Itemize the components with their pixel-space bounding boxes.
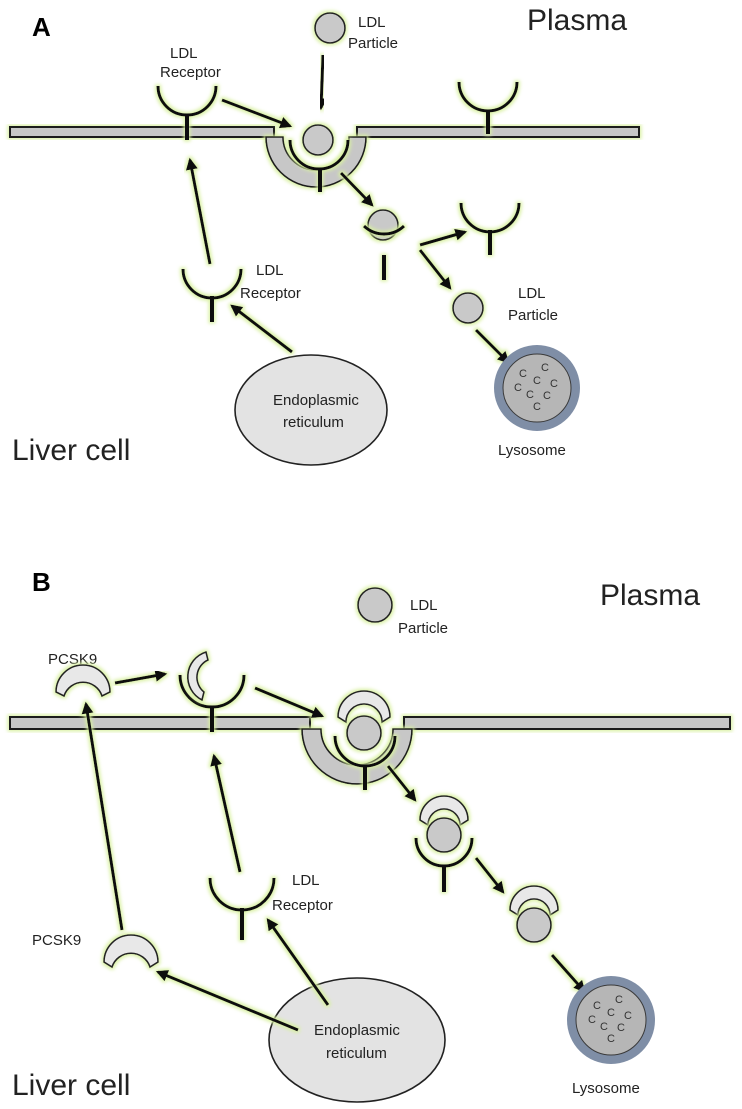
panel-b-arrow-pit-to-endosome xyxy=(386,765,417,802)
panel-b-ldl-receptor-line1: LDL xyxy=(292,872,320,889)
panel-a-ldl-receptor-top-line1: LDL xyxy=(170,45,198,62)
panel-b-arrow-to-lysosome xyxy=(550,954,586,993)
panel-a-ldl-receptor-top-line2: Receptor xyxy=(160,64,221,81)
panel-b-pcsk9-in-pit xyxy=(337,690,391,724)
panel-b-ldl-receptor-bound xyxy=(333,735,397,790)
panel-b-arrow-receptor-to-pit xyxy=(254,686,325,718)
panel-a-ldl-receptor-er-line1: LDL xyxy=(256,262,284,279)
panel-a-ldl-particle-top-line2: Particle xyxy=(348,35,398,52)
panel-b-ldl-receptor-new xyxy=(208,877,276,940)
panel-a-er xyxy=(234,354,388,466)
lyso-b-c3: C xyxy=(607,1007,615,1019)
panel-b-arrow-endosome-to-complex xyxy=(474,857,505,894)
panel-b-arrow-receptor-up xyxy=(210,753,242,873)
panel-b-liver-cell-label: Liver cell xyxy=(12,1069,130,1102)
lyso-a-c6: C xyxy=(526,389,534,401)
panel-a-ldl-particle-free xyxy=(452,292,484,324)
panel-a-arrow-receptor-up xyxy=(185,157,212,265)
lyso-a-c2: C xyxy=(541,362,549,374)
panel-a-ldl-particle-top xyxy=(314,12,346,44)
lyso-b-c4: C xyxy=(588,1014,596,1026)
panel-a-ldl-receptor-bound xyxy=(288,139,350,192)
panel-b-plasma-label: Plasma xyxy=(600,579,700,612)
panel-b-pcsk9-complex xyxy=(509,885,559,917)
panel-a-ldl-particle-lower-line2: Particle xyxy=(508,307,558,324)
lyso-b-c5: C xyxy=(624,1010,632,1022)
panel-a-ldl-receptor-recycled-surface xyxy=(457,81,519,134)
panel-a-er-line1: Endoplasmic xyxy=(273,392,359,409)
panel-a-ldl-receptor-recycling xyxy=(459,202,521,255)
lyso-a-c5: C xyxy=(550,378,558,390)
panel-a-ldl-particle-lower-line1: LDL xyxy=(518,285,546,302)
panel-b-lysosome: C C C C C C C C xyxy=(567,976,655,1064)
panel-b-ldl-particle-complex xyxy=(516,907,552,943)
panel-b-label: B xyxy=(32,567,51,597)
panel-a: A Plasma Liver cell LDL Particle LDL Rec… xyxy=(9,4,640,467)
panel-b: B Plasma Liver cell LDL Particle PCSK9 xyxy=(9,567,731,1103)
panel-b-arrow-pcsk9-secreted xyxy=(81,701,124,931)
panel-b-ldl-particle-top xyxy=(357,587,393,623)
panel-b-er-line1: Endoplasmic xyxy=(314,1022,400,1039)
panel-a-ldl-particle-bound xyxy=(302,124,334,156)
panel-b-pcsk9-lower xyxy=(103,934,159,969)
panel-b-pcsk9-endosome xyxy=(419,795,469,827)
panel-a-arrow-receptor-to-pit xyxy=(221,98,293,129)
panel-a-arrow-particle-down xyxy=(315,54,328,111)
panel-a-ldl-particle-top-line1: LDL xyxy=(358,14,386,31)
lyso-a-c7: C xyxy=(543,390,551,402)
panel-b-er-line2: reticulum xyxy=(326,1045,387,1062)
panel-a-membrane xyxy=(9,126,640,138)
panel-a-plasma-label: Plasma xyxy=(527,4,627,37)
panel-a-ldl-receptor-surface xyxy=(156,85,218,140)
panel-a-er-line2: reticulum xyxy=(283,414,344,431)
panel-a-ldl-particle-endosome xyxy=(367,209,399,241)
lyso-b-c6: C xyxy=(600,1021,608,1033)
panel-a-arrow-to-particle xyxy=(418,249,452,290)
lyso-a-c3: C xyxy=(533,375,541,387)
panel-a-lysosome: C C C C C C C C xyxy=(494,345,580,431)
panel-b-ldl-receptor-line2: Receptor xyxy=(272,897,333,914)
panel-b-pcsk9-bound-surface xyxy=(186,650,209,702)
panel-b-ldl-receptor-surface xyxy=(178,674,246,732)
panel-b-arrow-pcsk9-to-receptor xyxy=(114,669,168,685)
panel-a-ldl-receptor-er-line2: Receptor xyxy=(240,285,301,302)
panel-b-pcsk9-top xyxy=(55,664,111,698)
panel-a-lysosome-label: Lysosome xyxy=(498,442,566,459)
panel-b-pcsk9-lower-label: PCSK9 xyxy=(32,932,81,949)
panel-a-arrow-to-lysosome xyxy=(474,328,510,364)
panel-a-liver-cell-label: Liver cell xyxy=(12,434,130,467)
panel-b-ldl-particle-bound xyxy=(346,715,382,751)
panel-a-label: A xyxy=(32,12,51,42)
panel-a-ldl-receptor-endosome xyxy=(362,224,406,280)
panel-b-pcsk9-top-label: PCSK9 xyxy=(48,651,97,668)
panel-b-membrane xyxy=(9,716,731,730)
lyso-b-c1: C xyxy=(593,1000,601,1012)
panel-b-arrow-er-to-receptor xyxy=(266,918,330,1006)
lyso-a-c8: C xyxy=(533,401,541,413)
lyso-a-c1: C xyxy=(519,368,527,380)
panel-b-ldl-receptor-endosome xyxy=(414,837,474,892)
lyso-b-c8: C xyxy=(607,1033,615,1045)
panel-a-arrow-pit-to-endosome xyxy=(339,171,374,207)
panel-b-coated-pit xyxy=(301,728,413,785)
panel-a-arrow-to-recycle xyxy=(419,228,468,247)
panel-b-ldl-particle-endosome xyxy=(426,817,462,853)
panel-b-er xyxy=(268,977,446,1103)
panel-b-ldl-particle-line1: LDL xyxy=(410,597,438,614)
lyso-b-c2: C xyxy=(615,994,623,1006)
panel-b-arrow-er-to-pcsk9 xyxy=(155,970,299,1032)
panel-a-ldl-receptor-new xyxy=(181,268,243,322)
lyso-b-c7: C xyxy=(617,1022,625,1034)
panel-b-lysosome-label: Lysosome xyxy=(572,1080,640,1097)
lyso-a-c4: C xyxy=(514,382,522,394)
panel-a-arrow-er-to-receptor xyxy=(230,304,293,354)
panel-b-ldl-particle-line2: Particle xyxy=(398,620,448,637)
